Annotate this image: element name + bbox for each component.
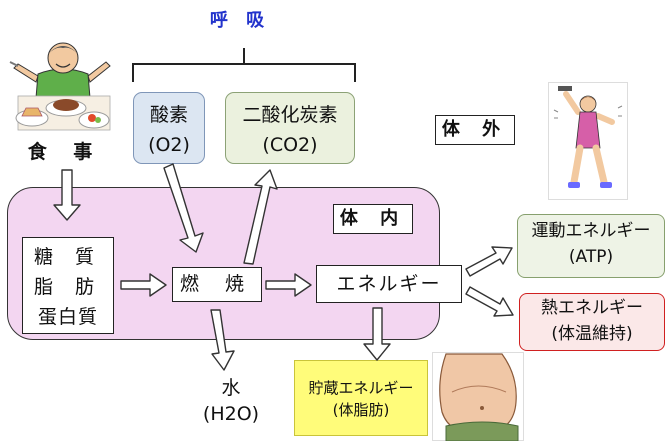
kinetic-energy-box: 運動エネルギー (ATP) [517, 214, 665, 278]
oxygen-name: 酸素 [149, 104, 188, 126]
arrow-energy-to-motion [465, 246, 513, 277]
respiration-title: 呼 吸 [209, 10, 271, 31]
carbon-dioxide-formula: (CO2) [262, 134, 318, 156]
meal-label: 食 事 [27, 141, 103, 163]
arrow-energy-to-heat [465, 286, 514, 317]
nutrient-fat: 脂 肪 [33, 276, 103, 298]
outside-body-label: 体 外 [435, 115, 515, 145]
heat-energy-purpose: (体温維持) [551, 324, 633, 344]
exercising-person-illustration [548, 82, 628, 200]
nutrients-box: 糖 質 脂 肪 蛋白質 [22, 237, 114, 334]
nutrient-protein: 蛋白質 [37, 306, 98, 328]
oxygen-formula: (O2) [148, 134, 190, 156]
heat-energy-name: 熱エネルギー [541, 298, 643, 318]
stored-energy-box: 貯蔵エネルギー (体脂肪) [294, 360, 428, 436]
heat-energy-box: 熱エネルギー (体温維持) [519, 293, 665, 351]
kinetic-energy-name: 運動エネルギー [531, 221, 651, 241]
inside-body-label: 体 内 [333, 204, 413, 234]
belly-illustration [432, 352, 524, 441]
water-name: 水 [221, 377, 241, 399]
carbon-dioxide-box: 二酸化炭素 (CO2) [225, 92, 355, 164]
kinetic-energy-atp: (ATP) [568, 247, 614, 267]
energy-box: エネルギー [316, 265, 462, 303]
nutrient-sugar: 糖 質 [33, 246, 103, 268]
stored-energy-name: 貯蔵エネルギー [308, 379, 414, 397]
stored-energy-fat: (体脂肪) [332, 401, 390, 419]
carbon-dioxide-name: 二酸化炭素 [242, 104, 338, 126]
meal-person-illustration [9, 42, 111, 131]
water-label: 水 (H2O) [196, 375, 266, 427]
oxygen-box: 酸素 (O2) [133, 92, 205, 164]
water-formula: (H2O) [202, 403, 260, 425]
combustion-box: 燃 焼 [172, 267, 262, 302]
